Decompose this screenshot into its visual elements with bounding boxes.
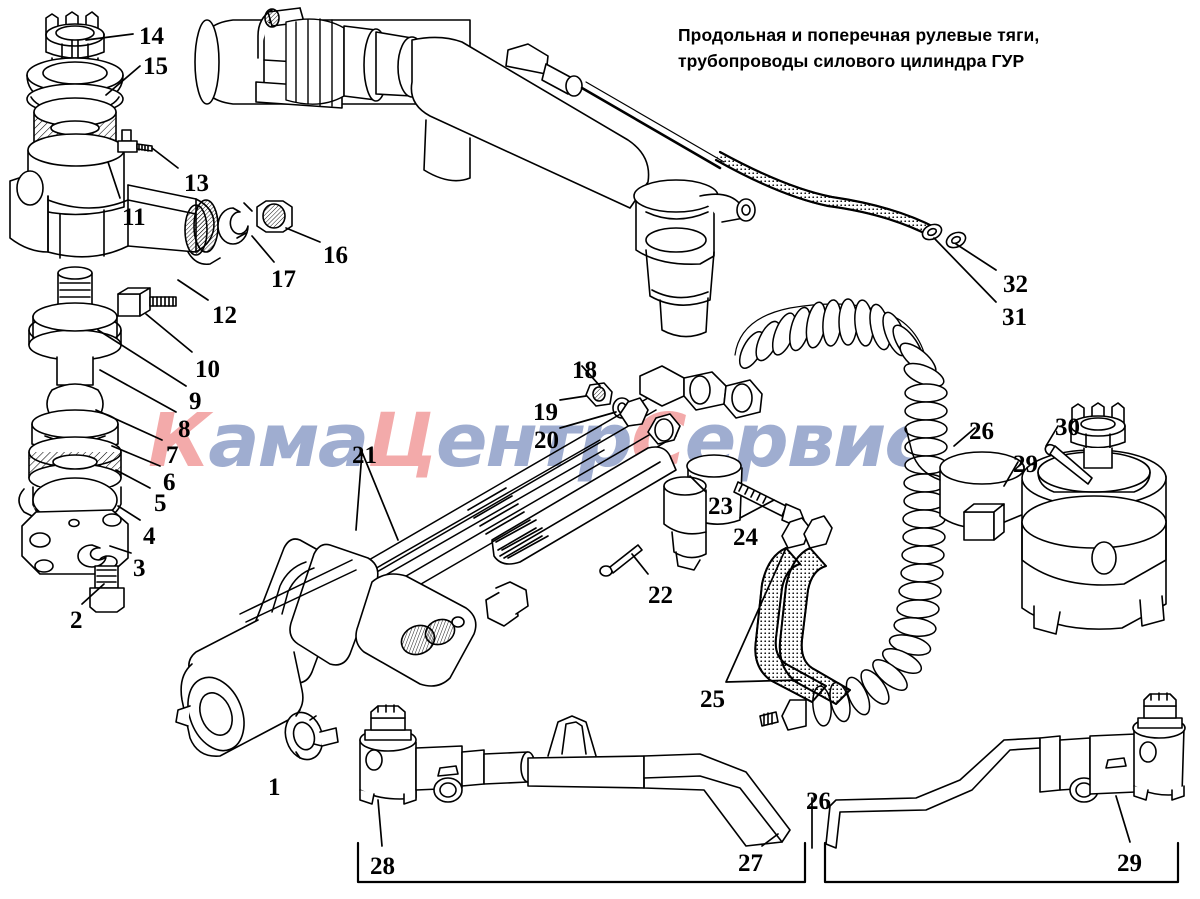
part-cylinder-socket [633, 179, 756, 338]
callout-31: 31 [1002, 304, 1027, 331]
callout-15: 15 [143, 53, 168, 80]
callout-9: 9 [189, 388, 202, 415]
callout-8: 8 [178, 416, 191, 443]
part-cotter-pin-22 [599, 544, 643, 577]
callout-29-bottom: 29 [1117, 850, 1142, 877]
callout-12: 12 [212, 302, 237, 329]
callout-20: 20 [534, 427, 559, 454]
callout-14: 14 [139, 23, 164, 50]
callout-22: 22 [648, 582, 673, 609]
part-steering-gear-1 [175, 519, 549, 761]
callout-10: 10 [195, 356, 220, 383]
part-bolt-24 [733, 481, 805, 527]
callout-24: 24 [733, 524, 758, 551]
part-ball-pin-stack [18, 266, 129, 613]
diagram-title: Продольная и поперечная рулевые тяги, тр… [678, 25, 1040, 71]
callout-25: 25 [700, 686, 725, 713]
callout-19: 19 [533, 399, 558, 426]
callout-23: 23 [708, 493, 733, 520]
callout-30: 30 [1055, 414, 1080, 441]
part-hydraulic-pipes-31-32 [714, 150, 967, 249]
part-ball-joint-housing [9, 97, 219, 259]
callout-26-bottom: 26 [806, 788, 831, 815]
callout-5: 5 [154, 490, 167, 517]
part-hex-nut-16 [256, 200, 293, 233]
callout-17: 17 [271, 266, 296, 293]
callout-26: 26 [969, 418, 994, 445]
part-center-linkage [299, 365, 763, 639]
leader-lines [81, 33, 1131, 849]
part-drag-link-bottom [825, 692, 1186, 849]
callout-18: 18 [572, 357, 597, 384]
callout-11: 11 [122, 204, 146, 231]
part-drag-link-26 [905, 402, 1167, 635]
callout-2: 2 [70, 607, 83, 634]
callout-27: 27 [738, 850, 763, 877]
part-split-lock-washer-17 [217, 202, 253, 245]
callout-21: 21 [352, 442, 377, 469]
part-threaded-sleeve-12 [184, 204, 221, 266]
callout-13: 13 [184, 170, 209, 197]
callout-32: 32 [1003, 271, 1028, 298]
callout-3: 3 [133, 555, 146, 582]
part-hose-pair-25 [754, 515, 851, 705]
callout-7: 7 [166, 442, 179, 469]
part-tie-rod-27 [527, 715, 791, 847]
part-castle-nut [45, 11, 105, 63]
part-grease-fitting-bolt [117, 129, 153, 153]
bottom-brackets [356, 841, 1180, 884]
callout-16: 16 [323, 242, 348, 269]
callout-6: 6 [163, 469, 176, 496]
callout-28: 28 [370, 853, 395, 880]
callout-29: 29 [1013, 451, 1038, 478]
part-power-cylinder [194, 7, 725, 209]
callout-1: 1 [268, 774, 281, 801]
part-tie-rod-assembly-left [359, 704, 536, 805]
callout-4: 4 [143, 523, 156, 550]
part-hex-bolt-10 [117, 287, 177, 317]
